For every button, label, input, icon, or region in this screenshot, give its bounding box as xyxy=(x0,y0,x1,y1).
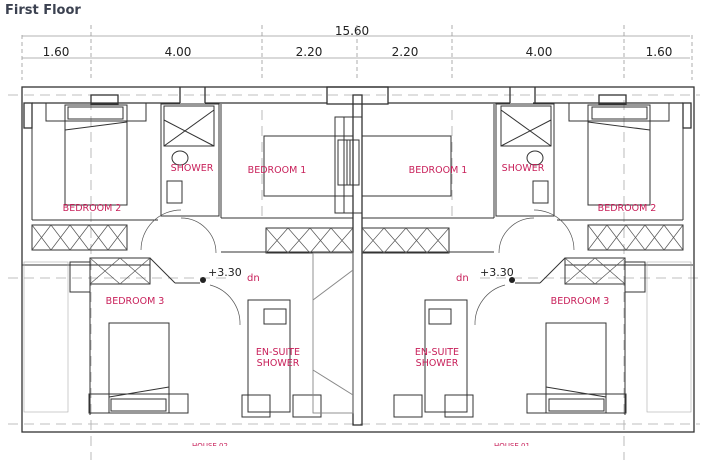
label-left-shower: SHOWER xyxy=(170,163,214,174)
house-label-right: HOUSE 01 xyxy=(494,442,530,446)
label-left-ensuite-shower: EN-SUITE SHOWER xyxy=(256,347,300,369)
label-right-shower: SHOWER xyxy=(501,163,545,174)
label-left-bedroom-2: BEDROOM 2 xyxy=(62,203,122,214)
label-left-bedroom-3: BEDROOM 3 xyxy=(105,296,165,307)
level-marker-right: +3.30 xyxy=(480,266,514,279)
label-right-ensuite-shower: EN-SUITE SHOWER xyxy=(415,347,459,369)
ensuite-line-1: EN-SUITE xyxy=(414,347,460,358)
level-marker-left: +3.30 xyxy=(208,266,242,279)
ensuite-line-2: SHOWER xyxy=(256,358,300,369)
dimension-segment-4: 2.20 xyxy=(391,45,419,59)
dimension-segment-6: 1.60 xyxy=(645,45,673,59)
dimension-segment-5: 4.00 xyxy=(525,45,553,59)
ensuite-line-2: SHOWER xyxy=(415,358,459,369)
page-title: First Floor xyxy=(5,3,81,18)
house-label-left: HOUSE 02 xyxy=(192,442,228,446)
label-right-bedroom-3: BEDROOM 3 xyxy=(550,296,610,307)
overall-dimension: 15.60 xyxy=(334,24,370,38)
dimension-segment-3: 2.20 xyxy=(295,45,323,59)
label-left-bedroom-1: BEDROOM 1 xyxy=(247,165,307,176)
label-right-bedroom-2: BEDROOM 2 xyxy=(597,203,657,214)
stairs-down-left: dn xyxy=(247,273,260,284)
dimension-segment-2: 4.00 xyxy=(164,45,192,59)
label-right-bedroom-1: BEDROOM 1 xyxy=(408,165,468,176)
ensuite-line-1: EN-SUITE xyxy=(255,347,301,358)
stairs-down-right: dn xyxy=(456,273,469,284)
dimension-segment-1: 1.60 xyxy=(42,45,70,59)
